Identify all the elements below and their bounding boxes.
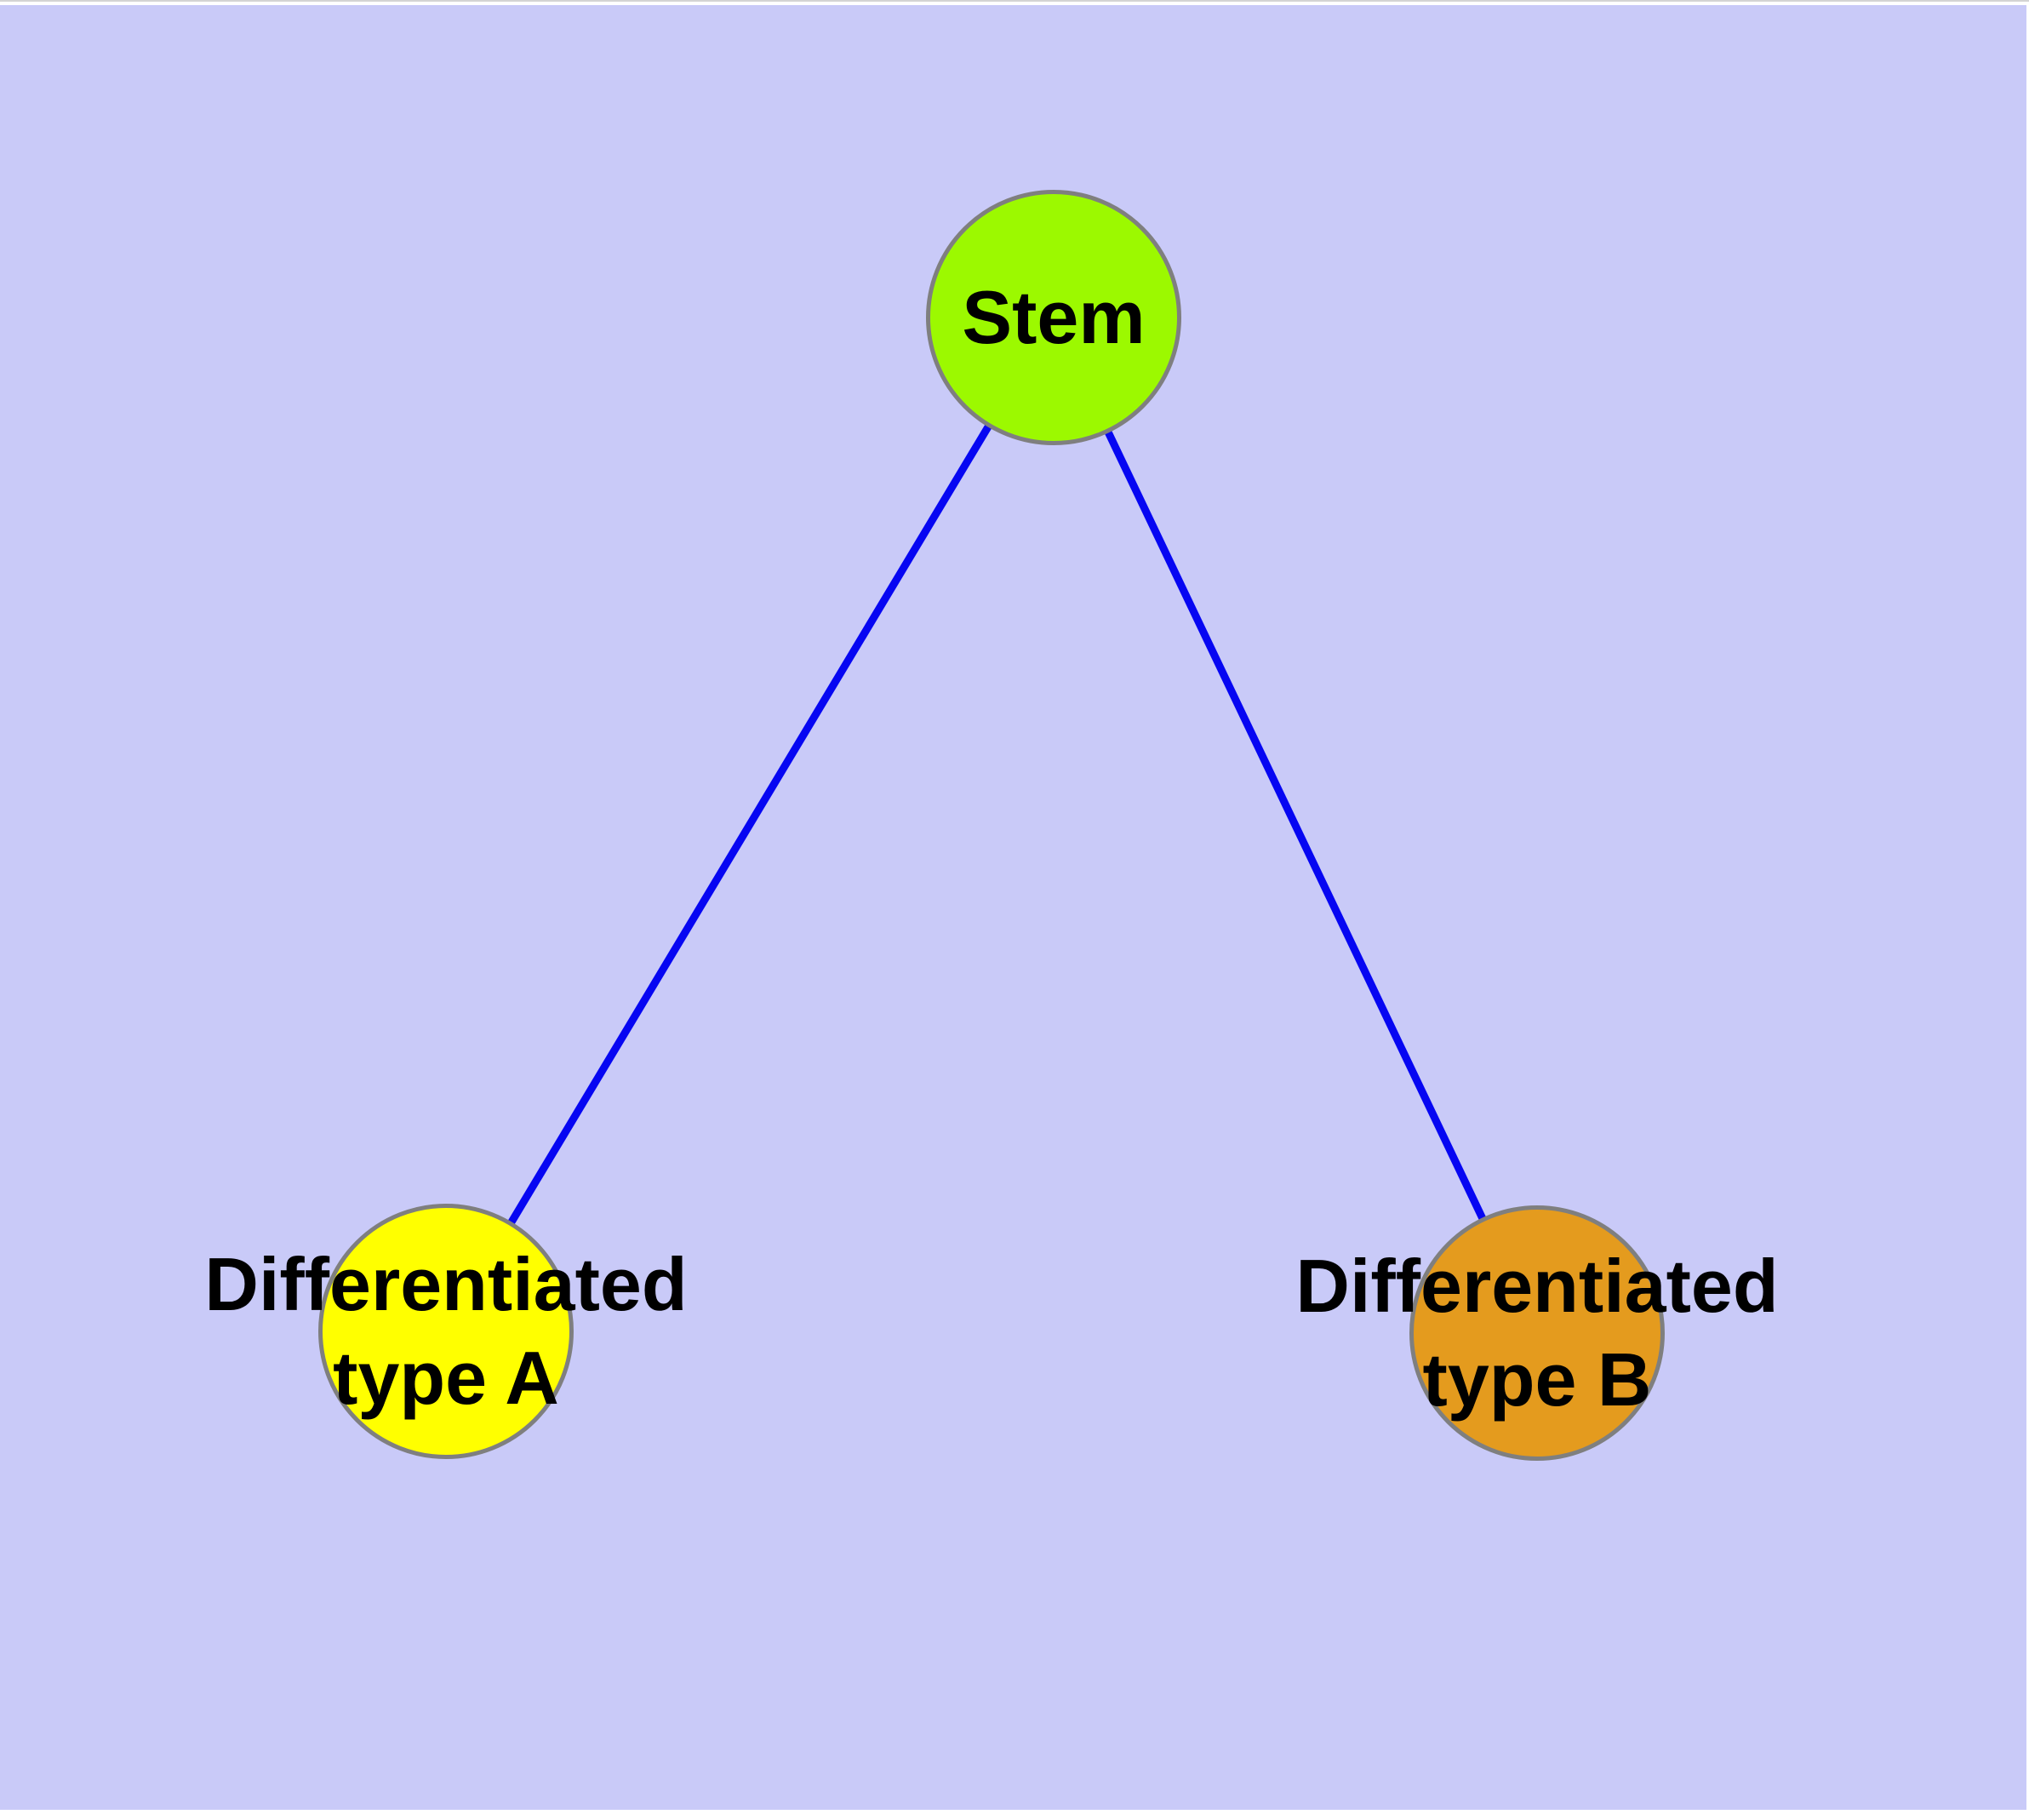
edge-stem-to-type-a: [443, 315, 1057, 1334]
node-differentiated-type-b: Differentiated type B: [1295, 1205, 1779, 1461]
node-stem-label: Stem: [962, 275, 1146, 359]
top-border-line: [0, 0, 2029, 2]
node-differentiated-type-a: Differentiated type A: [204, 1204, 688, 1459]
diagram-canvas: Stem Differentiated type A Differentiate…: [0, 5, 2026, 1810]
edge-stem-to-type-b: [1049, 316, 1541, 1335]
edges-layer: [443, 315, 1541, 1335]
node-stem: Stem: [926, 190, 1181, 445]
